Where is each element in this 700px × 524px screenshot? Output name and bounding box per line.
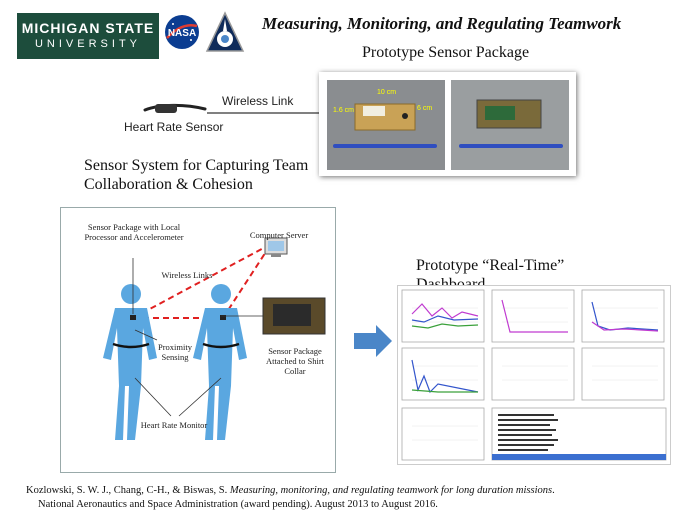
heart-rate-sensor-icon	[155, 104, 177, 113]
computer-server-label: Computer Server	[249, 230, 309, 240]
wireless-link-label: Wireless Link	[222, 94, 294, 108]
computer-server-icon	[264, 237, 288, 257]
svg-text:10 cm: 10 cm	[377, 89, 396, 96]
sensor-system-title: Sensor System for Capturing Team Collabo…	[84, 157, 309, 193]
dashboard-panel	[401, 347, 485, 401]
nasa-logo: NASA	[165, 15, 199, 49]
heart-rate-strap-1	[112, 342, 150, 349]
person-1-figure	[103, 284, 157, 440]
msu-logo: MICHIGAN STATE UNIVERSITY	[17, 13, 159, 59]
msu-logo-line2: UNIVERSITY	[34, 38, 141, 50]
sensor-package-photos: 10 cm 1.6 cm 6 cm	[319, 72, 576, 176]
dashboard-screenshot	[397, 285, 671, 465]
right-arrow-icon	[354, 325, 392, 357]
heart-rate-sensor-label: Heart Rate Sensor	[124, 120, 224, 134]
proximity-sensing-label: Proximity Sensing	[157, 342, 192, 362]
dashboard-panel	[401, 407, 485, 461]
dashboard-panel	[581, 347, 665, 401]
dashboard-panel	[491, 289, 575, 343]
heart-rate-strap-2	[202, 342, 240, 349]
citation-line-2: National Aeronautics and Space Administr…	[38, 499, 438, 510]
sensor-package-label: Sensor Package with Local Processor and …	[84, 222, 184, 242]
svg-text:6 cm: 6 cm	[417, 105, 432, 112]
heart-rate-monitor-label: Heart Rate Monitor	[140, 420, 208, 430]
person-2-figure	[193, 284, 247, 440]
sensor-package-heading: Prototype Sensor Package	[362, 44, 530, 61]
sensor-system-diagram: Sensor Package with Local Processor and …	[60, 207, 336, 473]
wireless-links	[132, 243, 272, 319]
page-title: Measuring, Monitoring, and Regulating Te…	[262, 14, 622, 33]
dashboard-panel	[401, 289, 485, 343]
dashboard-panel	[581, 289, 665, 343]
collar-sensor-label: Sensor Package Attached to Shirt Collar	[265, 346, 325, 376]
heart-rate-sensor-illustration	[143, 103, 325, 117]
citation: Kozlowski, S. W. J., Chang, C-H., & Bisw…	[26, 484, 686, 512]
citation-line-1: Kozlowski, S. W. J., Chang, C-H., & Bisw…	[26, 485, 555, 496]
msu-logo-line1: MICHIGAN STATE	[21, 20, 155, 36]
wireless-links-label: Wireless Links	[161, 270, 213, 280]
svg-text:1.6 cm: 1.6 cm	[333, 107, 354, 114]
dashboard-panel	[491, 347, 575, 401]
mission-patch-icon	[205, 11, 245, 52]
nasa-logo-text: NASA	[168, 28, 196, 39]
